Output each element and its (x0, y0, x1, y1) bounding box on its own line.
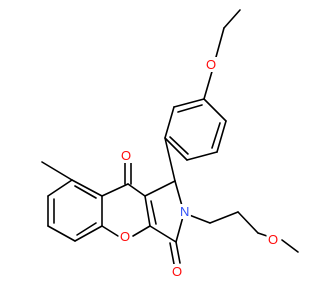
bond (186, 151, 218, 161)
bond (175, 241, 181, 264)
bond (203, 67, 214, 100)
bond (41, 161, 73, 181)
lactam-oxygen-label: O (172, 264, 182, 279)
bond (237, 211, 259, 234)
atom-label-background (119, 148, 133, 163)
bond (169, 242, 175, 265)
bond (47, 179, 73, 197)
atom-labels: O O O O N O (118, 57, 280, 279)
atom-label-background (266, 232, 280, 247)
bond (144, 195, 151, 227)
bond (209, 211, 239, 224)
bond (47, 225, 76, 242)
bond (169, 136, 189, 155)
ether-oxygen-label: O (206, 57, 216, 72)
nitrogen-label: N (180, 204, 189, 219)
bond (177, 104, 203, 113)
ketone-oxygen-label: O (121, 148, 131, 163)
bond (74, 225, 103, 242)
bond (150, 200, 157, 225)
atom-label-background (170, 264, 184, 279)
methoxy-oxygen-label: O (268, 232, 278, 247)
atom-label-background (178, 204, 191, 219)
molecule-structure-diagram: O O O O N O (41, 9, 299, 279)
bond (211, 122, 221, 149)
bond (149, 225, 177, 243)
bond (173, 98, 205, 108)
bond (281, 239, 299, 253)
bond (76, 222, 97, 236)
atom-label-background (204, 57, 218, 72)
bond (203, 98, 227, 122)
bond (223, 9, 241, 29)
bond (164, 137, 188, 161)
bond (101, 225, 119, 237)
bond (127, 183, 146, 197)
pyran-ring-oxygen-label: O (120, 229, 130, 244)
bond (101, 183, 129, 197)
atom-label-background (118, 229, 132, 244)
bond (216, 120, 227, 153)
bond (132, 225, 151, 237)
bond (71, 179, 103, 197)
bond (164, 137, 176, 182)
bond (74, 185, 97, 199)
bond (144, 180, 176, 197)
bonds (41, 9, 299, 265)
bond (164, 106, 175, 139)
